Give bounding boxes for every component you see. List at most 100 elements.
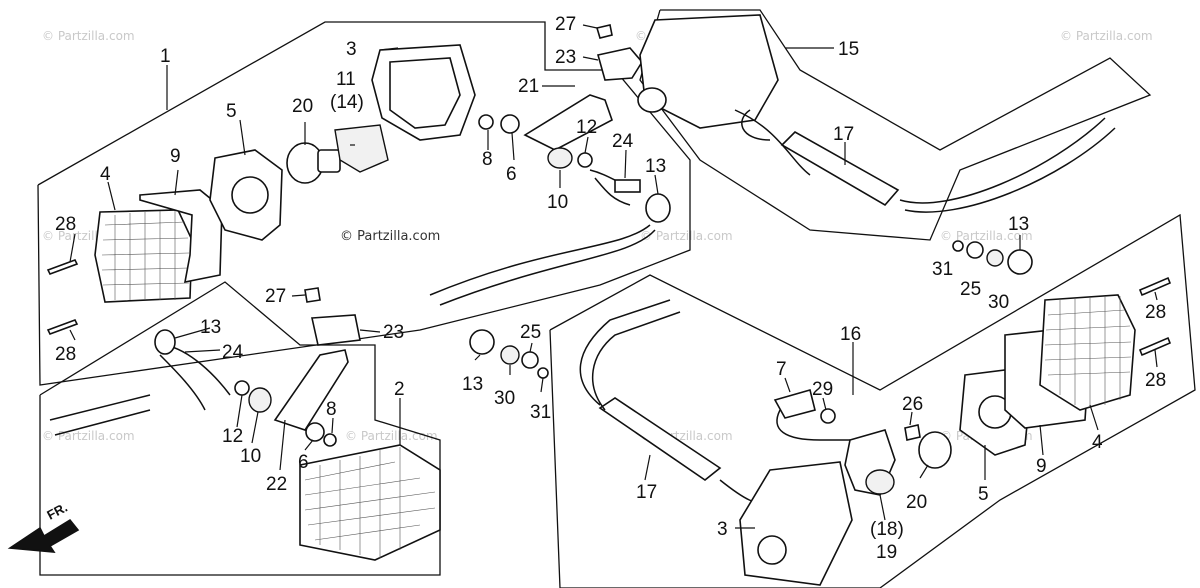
callout-6: 6	[298, 452, 309, 473]
callout-31: 31	[932, 259, 953, 280]
washer	[500, 114, 520, 134]
callout-27: 27	[265, 286, 286, 307]
washer-25b	[521, 351, 539, 369]
callout-25: 25	[520, 322, 541, 343]
cap-13b	[469, 329, 495, 355]
callout-29: 29	[812, 379, 833, 400]
frame-upper-left	[37, 21, 691, 386]
callout-28: 28	[55, 344, 76, 365]
lead-wires	[429, 224, 656, 306]
clamp	[597, 47, 643, 81]
callout-6: 6	[506, 164, 517, 185]
bulb-base	[317, 149, 341, 173]
callout-28: 28	[1145, 302, 1166, 323]
housing-inner	[389, 57, 461, 129]
plate-hole	[231, 176, 269, 214]
frame-upper-right	[639, 9, 1152, 241]
callout-20: 20	[292, 96, 313, 117]
cap-13	[1007, 249, 1033, 275]
harness-24	[159, 344, 231, 411]
socket	[334, 124, 389, 173]
callout-13: 13	[200, 317, 221, 338]
grommet	[547, 147, 573, 169]
callout-4: 4	[100, 164, 111, 185]
frame-lower-left	[39, 281, 441, 576]
bracket-wire	[776, 409, 850, 441]
group-frames	[37, 9, 1196, 588]
bracket-7	[773, 389, 816, 419]
callout-16: 16	[840, 324, 861, 345]
callout-24: 24	[222, 342, 244, 363]
screw-28b	[1138, 336, 1172, 357]
cap-13	[154, 329, 176, 355]
callouts: 1 3 11 (14) 20 5 9 4 28 28 27 23 21 8 6 …	[55, 14, 1166, 563]
callout-30: 30	[494, 388, 515, 409]
callout-8: 8	[326, 399, 337, 420]
stay-tube-17	[598, 397, 722, 481]
bracket	[523, 94, 613, 151]
stay-tube	[780, 131, 900, 207]
direction-label: FR.	[44, 500, 70, 523]
callout-17: 17	[636, 482, 657, 503]
callout-2: 2	[394, 379, 405, 400]
callout-12: 12	[576, 117, 597, 138]
callout-7: 7	[776, 359, 787, 380]
callout-4: 4	[1092, 432, 1103, 453]
bracket-22	[273, 349, 349, 431]
callout-26: 26	[902, 394, 923, 415]
upper-left-assembly	[46, 24, 671, 335]
watermark: © Partzilla.com	[42, 29, 135, 43]
callout-10: 10	[547, 192, 568, 213]
nut	[577, 152, 593, 168]
callout-13: 13	[1008, 214, 1029, 235]
cap	[645, 193, 671, 223]
watermark: © Partzilla.com	[640, 229, 733, 243]
lower-left-assembly: FR.	[7, 287, 441, 561]
callout-31: 31	[530, 402, 551, 423]
callout-15: 15	[838, 39, 859, 60]
screw-27	[304, 287, 321, 303]
watermark: © Partzilla.com	[940, 229, 1033, 243]
callout-13: 13	[645, 156, 666, 177]
callout-11: 11	[336, 69, 356, 90]
watermark: © Partzilla.com	[345, 429, 438, 443]
callout-24: 24	[612, 131, 634, 152]
nut-30	[986, 249, 1004, 267]
callout-17: 17	[833, 124, 854, 145]
callout-1: 1	[160, 46, 171, 67]
bulb-20b	[918, 431, 952, 469]
lead-wires-17	[734, 109, 1116, 213]
callout-21: 21	[518, 76, 539, 97]
callout-8: 8	[482, 149, 493, 170]
callout-14: (14)	[330, 92, 364, 113]
housing-mount	[637, 87, 667, 113]
watermark: © Partzilla.com	[42, 429, 135, 443]
housing-3b	[739, 461, 853, 586]
lower-right-assembly	[469, 276, 1172, 586]
washer-6	[305, 422, 325, 442]
washer	[478, 114, 494, 130]
screw	[595, 24, 613, 39]
grommet-10	[248, 387, 272, 413]
callout-27: 27	[555, 14, 576, 35]
callout-18: (18)	[870, 519, 904, 540]
screw-26	[904, 424, 921, 441]
callout-10: 10	[240, 446, 261, 467]
callout-5: 5	[226, 101, 237, 122]
lens-2	[299, 444, 441, 561]
callout-12: 12	[222, 426, 243, 447]
nut-31	[952, 240, 964, 252]
nut-30b	[500, 345, 520, 365]
callout-20: 20	[906, 492, 927, 513]
callout-22: 22	[266, 474, 287, 495]
housing-15	[639, 14, 779, 129]
callout-13: 13	[462, 374, 483, 395]
callout-28: 28	[1145, 370, 1166, 391]
callout-23: 23	[555, 47, 576, 68]
callout-9: 9	[1036, 456, 1047, 477]
callout-23: 23	[383, 322, 404, 343]
lens	[94, 209, 193, 303]
front-arrow-icon	[7, 518, 80, 553]
socket-cup	[865, 469, 895, 495]
washer-25	[966, 241, 984, 259]
